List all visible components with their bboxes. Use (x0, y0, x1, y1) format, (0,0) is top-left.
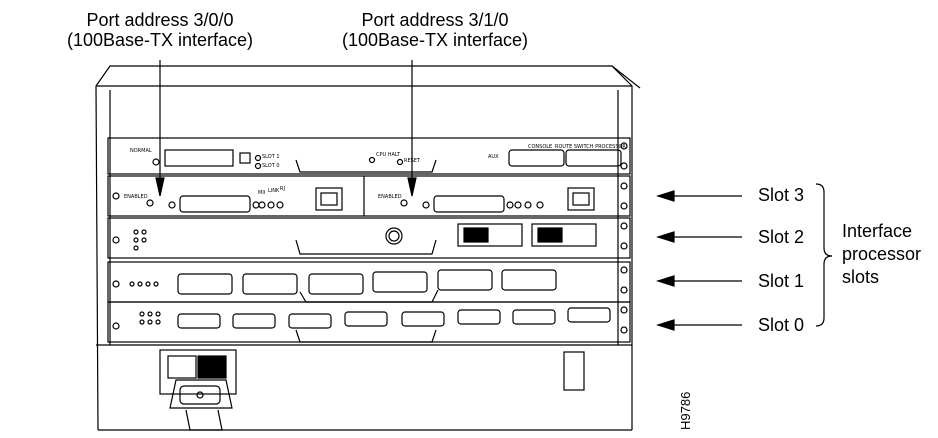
slot-3-label: Slot 3 (758, 185, 805, 205)
bracket-label-line1: Interface (842, 221, 913, 241)
rsp-label: ROUTE SWITCH PROCESSOR (555, 144, 626, 150)
interface-processor-slots-label: Interface processor slots (842, 220, 921, 289)
slot2-card (107, 217, 631, 259)
rj-label: RJ (280, 186, 285, 192)
rsp-card (107, 137, 631, 175)
callout-port-3-0-0-line2: (100Base-TX interface) (66, 30, 254, 50)
slot0-card (107, 301, 631, 343)
enabled-label-2: ENABLED (378, 194, 402, 200)
slot0-led-label: SLOT 0 (262, 163, 280, 169)
slot3-card (107, 175, 631, 217)
console-label: CONSOLE (528, 144, 553, 150)
slot-arrows (655, 190, 742, 331)
bracket-label-line2: processor (842, 244, 922, 264)
slot-1-label: Slot 1 (758, 271, 805, 291)
link-label: LINK (268, 188, 280, 194)
cpu-halt-label: CPU HALT (376, 152, 401, 158)
callout-port-3-0-0: Port address 3/0/0 (100Base-TX interface… (35, 10, 285, 50)
mii-label: MII (258, 190, 266, 196)
chassis-outline (95, 65, 633, 431)
slot1-card (107, 261, 631, 303)
reset-label: RESET (404, 158, 421, 164)
aux-label: AUX (488, 154, 499, 160)
figure-code: H9786 (678, 391, 693, 430)
callout-port-3-1-0-line1: Port address 3/1/0 (361, 10, 509, 30)
callout-port-3-0-0-line1: Port address 3/0/0 (86, 10, 234, 30)
bracket-label-line3: slots (842, 267, 880, 287)
callout-port-3-1-0-line2: (100Base-TX interface) (341, 30, 529, 50)
slot-0-label: Slot 0 (758, 315, 805, 335)
slots-bracket (815, 183, 833, 327)
power-section (159, 349, 585, 431)
slot-2-label: Slot 2 (758, 227, 805, 247)
normal-label: NORMAL (130, 148, 152, 154)
slot1-led-label: SLOT 1 (262, 154, 280, 160)
callout-port-3-1-0: Port address 3/1/0 (100Base-TX interface… (310, 10, 560, 50)
callout-pointers (155, 60, 417, 197)
enabled-label-1: ENABLED (124, 194, 148, 200)
